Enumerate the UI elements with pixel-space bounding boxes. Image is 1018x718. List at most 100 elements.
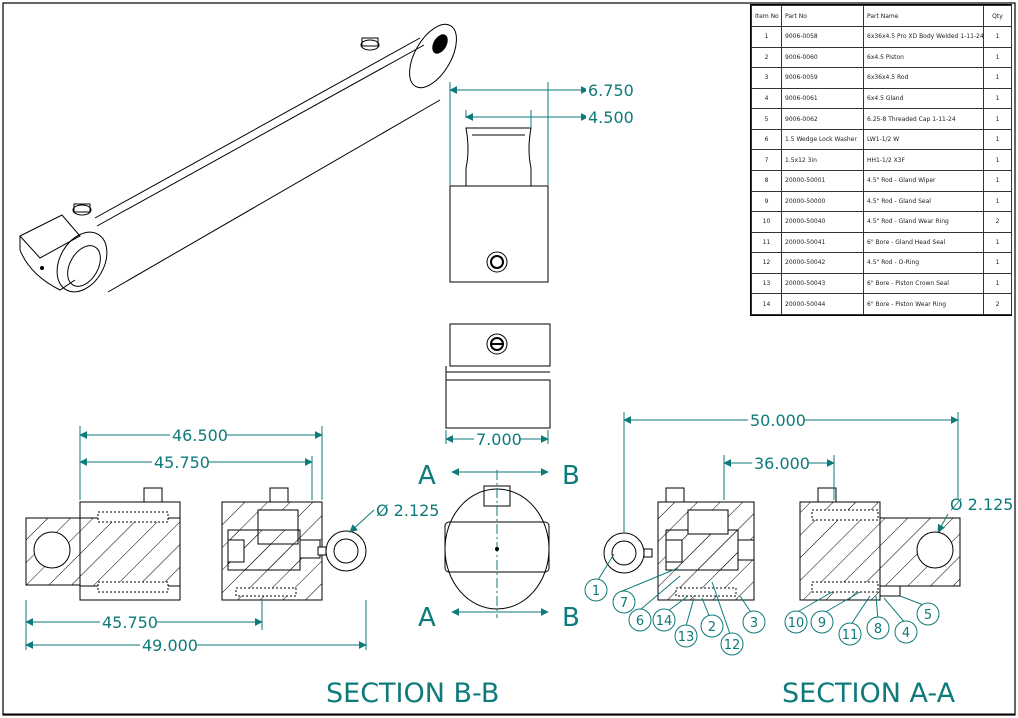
bom-item-no-cell: 9 [751, 190, 782, 213]
bom-item-no-cell: 12 [751, 252, 782, 274]
bom-qty-cell: 1 [983, 128, 1012, 151]
dim-bb-pin-dia: Ø 2.125 [376, 501, 439, 520]
bom-part-no-cell: 20000-50044 [781, 293, 864, 315]
bom-part-name-cell: 6x36x4.5 Pro XD Body Welded 1-11-24 [863, 26, 984, 48]
dim-aa-overall: 50.000 [750, 411, 806, 430]
end-view-center [444, 470, 550, 618]
balloon-13: 13 [678, 630, 695, 645]
bom-item-no-cell: 1 [751, 26, 782, 48]
section-title-aa: SECTION A-A [782, 678, 956, 709]
dim-aa-stroke: 36.000 [754, 454, 810, 473]
dim-top-width-inner: 4.500 [588, 108, 634, 127]
section-marker-a-top: A [418, 461, 436, 491]
bom-item-no-cell: 10 [751, 211, 782, 233]
bom-header-qty: Qty [983, 5, 1012, 27]
bom-qty-cell: 1 [983, 169, 1012, 192]
bom-header-part-no: Part No [781, 5, 864, 27]
front-view [445, 323, 551, 429]
top-view [449, 127, 549, 283]
bom-part-no-cell: 1.5 Wedge Lock Washer [781, 128, 864, 151]
dimension-lines [25, 82, 959, 650]
bom-part-no-cell: 9006-0059 [781, 67, 864, 89]
bom-item-no-cell: 7 [751, 149, 782, 171]
bom-part-no-cell: 20000-50040 [781, 211, 864, 233]
balloon-6: 6 [636, 614, 644, 629]
bom-item-no-cell: 11 [751, 231, 782, 254]
bom-part-name-cell: 4.5" Rod - O-Ring [863, 252, 984, 274]
bom-part-name-cell: 6x36x4.5 Rod [863, 67, 984, 89]
bom-part-no-cell: 20000-50000 [781, 190, 864, 213]
bom-item-no-cell: 5 [751, 108, 782, 130]
bom-part-name-cell: 6x4.5 Gland [863, 87, 984, 110]
bom-qty-cell: 1 [983, 149, 1012, 171]
section-title-bb: SECTION B-B [326, 678, 499, 709]
isometric-view [19, 23, 457, 293]
bom-qty-cell: 1 [983, 87, 1012, 110]
balloon-7: 7 [620, 596, 628, 611]
balloon-3: 3 [750, 616, 758, 631]
bom-part-name-cell: 6" Bore - Piston Crown Seal [863, 272, 984, 295]
dim-bb-overall: 46.500 [172, 426, 228, 445]
bom-qty-cell: 1 [983, 46, 1012, 69]
balloon-10: 10 [788, 616, 805, 631]
balloon-9: 9 [818, 616, 826, 631]
bom-qty-cell: 1 [983, 231, 1012, 254]
bom-qty-cell: 2 [983, 293, 1012, 315]
dim-mid-width: 7.000 [476, 430, 522, 449]
bom-part-name-cell: 6.25-8 Threaded Cap 1-11-24 [863, 108, 984, 130]
section-marker-b-top: B [562, 461, 580, 491]
bom-part-name-cell: 4.5" Rod - Gland Wiper [863, 169, 984, 192]
section-aa-view [603, 487, 961, 601]
bom-part-name-cell: 4.5" Rod - Gland Wear Ring [863, 211, 984, 233]
bom-item-no-cell: 14 [751, 293, 782, 315]
bom-qty-cell: 1 [983, 252, 1012, 274]
bom-qty-cell: 1 [983, 67, 1012, 89]
balloon-14: 14 [656, 614, 673, 629]
section-bb-view [25, 487, 367, 601]
balloon-4: 4 [902, 626, 910, 641]
section-marker-a-bottom: A [418, 603, 436, 633]
bom-item-no-cell: 3 [751, 67, 782, 89]
balloon-8: 8 [874, 622, 882, 637]
balloon-2: 2 [708, 620, 716, 635]
bom-part-no-cell: 1.5x12 3in [781, 149, 864, 171]
bom-qty-cell: 1 [983, 272, 1012, 295]
bom-part-no-cell: 20000-50041 [781, 231, 864, 254]
bom-header-row: Item No Part No Part Name Qty [751, 5, 1012, 27]
dim-bb-body: 45.750 [154, 453, 210, 472]
bom-part-no-cell: 9006-0061 [781, 87, 864, 110]
bom-qty-cell: 1 [983, 190, 1012, 213]
bom-part-name-cell: 6x4.5 Piston [863, 46, 984, 69]
bom-part-no-cell: 20000-50043 [781, 272, 864, 295]
bom-item-no-cell: 2 [751, 46, 782, 69]
bom-part-no-cell: 20000-50042 [781, 252, 864, 274]
bom-header-item-no: Item No [751, 5, 782, 27]
bom-part-name-cell: 6" Bore - Piston Wear Ring [863, 293, 984, 315]
bom-part-no-cell: 9006-0062 [781, 108, 864, 130]
bom-part-name-cell: HH1-1/2 X3F [863, 149, 984, 171]
balloon-11: 11 [842, 628, 859, 643]
bom-part-name-cell: 6" Bore - Gland Head Seal [863, 231, 984, 254]
dim-top-width-outer: 6.750 [588, 81, 634, 100]
bom-qty-cell: 1 [983, 108, 1012, 130]
dim-bb-bottom-body: 45.750 [102, 613, 158, 632]
bom-part-no-cell: 20000-50001 [781, 169, 864, 192]
